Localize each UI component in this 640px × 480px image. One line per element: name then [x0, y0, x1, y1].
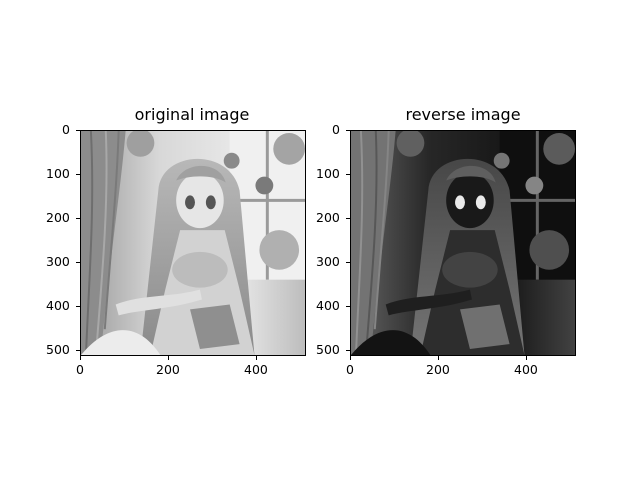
- x-tick-label: 200: [156, 362, 180, 377]
- y-tick-mark: [346, 306, 350, 307]
- y-tick-mark: [346, 262, 350, 263]
- x-tick-mark: [438, 356, 439, 360]
- y-tick-mark: [346, 130, 350, 131]
- reverse-image-axes: [350, 130, 576, 356]
- original-image-axes: [80, 130, 306, 356]
- y-tick-mark: [76, 262, 80, 263]
- y-tick-mark: [346, 218, 350, 219]
- y-tick-label: 400: [316, 298, 340, 313]
- x-tick-label: 400: [514, 362, 538, 377]
- y-tick-label: 300: [46, 254, 70, 269]
- x-tick-label: 0: [76, 362, 84, 377]
- y-tick-label: 200: [46, 210, 70, 225]
- y-tick-label: 300: [316, 254, 340, 269]
- y-tick-mark: [346, 350, 350, 351]
- y-tick-mark: [346, 174, 350, 175]
- reverse-image: [351, 131, 575, 355]
- x-tick-mark: [256, 356, 257, 360]
- y-tick-label: 100: [316, 166, 340, 181]
- original-image: [81, 131, 305, 355]
- y-tick-label: 0: [62, 122, 70, 137]
- y-tick-mark: [76, 306, 80, 307]
- y-tick-label: 0: [332, 122, 340, 137]
- x-tick-mark: [526, 356, 527, 360]
- y-tick-label: 200: [316, 210, 340, 225]
- y-tick-label: 400: [46, 298, 70, 313]
- x-tick-mark: [80, 356, 81, 360]
- y-tick-mark: [76, 350, 80, 351]
- x-tick-mark: [350, 356, 351, 360]
- x-tick-label: 0: [346, 362, 354, 377]
- y-tick-mark: [76, 174, 80, 175]
- y-tick-mark: [76, 130, 80, 131]
- y-tick-label: 500: [46, 342, 70, 357]
- y-tick-mark: [76, 218, 80, 219]
- y-tick-label: 500: [316, 342, 340, 357]
- x-tick-mark: [168, 356, 169, 360]
- y-tick-label: 100: [46, 166, 70, 181]
- x-tick-label: 200: [426, 362, 450, 377]
- panel-title-reverse: reverse image: [405, 105, 521, 124]
- x-tick-label: 400: [244, 362, 268, 377]
- panel-title-original: original image: [134, 105, 250, 124]
